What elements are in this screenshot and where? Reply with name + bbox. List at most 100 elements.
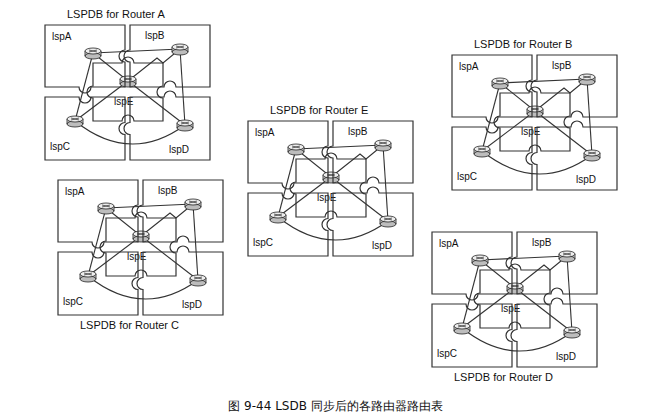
puzzle-piece: lspD <box>537 127 617 190</box>
router-arrows <box>274 214 282 216</box>
puzzle-outline <box>537 55 617 117</box>
lspdb-group: LSPDB for Router BlspAlspBlspElspClspD <box>452 38 622 192</box>
lsp-label: lspB <box>157 185 178 197</box>
lsp-label: lspD <box>181 299 203 311</box>
puzzle-edge <box>511 232 597 294</box>
router-top <box>270 212 286 218</box>
router-top <box>67 116 83 122</box>
lsp-label: lspD <box>371 240 393 252</box>
puzzle-piece: lspC <box>432 304 512 367</box>
router-arrows <box>176 46 184 48</box>
router-top <box>177 120 193 126</box>
puzzle-piece: lspB <box>537 55 617 117</box>
link-line <box>515 288 572 332</box>
puzzle-outline <box>480 270 550 328</box>
link-line <box>106 204 193 208</box>
lspdb-group: LSPDB for Router D lspA lspB lspE lspC lspD <box>432 232 602 386</box>
router-arrows <box>71 118 79 120</box>
puzzle-edge <box>58 180 138 248</box>
router-top <box>527 106 543 112</box>
puzzle-edge <box>432 304 512 367</box>
puzzle-edge <box>45 25 125 93</box>
puzzle-edge <box>248 193 328 256</box>
lsp-label: lspA <box>254 127 275 139</box>
serial-link <box>128 49 180 81</box>
lsp-label: lspB <box>347 126 368 138</box>
puzzle-piece: lspB <box>130 25 210 87</box>
lsp-label: lspB <box>531 237 552 249</box>
router-arrows <box>292 146 300 148</box>
router-arrows <box>563 253 571 255</box>
router-top <box>492 78 508 84</box>
router-arrows <box>588 152 596 154</box>
puzzle-edge <box>327 121 413 183</box>
lsp-label: lspA <box>438 238 459 250</box>
router-arrows <box>583 76 591 78</box>
router-top <box>579 74 595 80</box>
puzzle-piece: lspE <box>500 93 570 151</box>
puzzle-piece: lspB <box>517 232 597 294</box>
serial-link <box>141 204 193 236</box>
puzzle-outline <box>517 232 597 294</box>
puzzle-piece: lspB <box>333 121 413 183</box>
group-title: LSPDB for Router E <box>270 104 368 117</box>
lsp-label: lspC <box>456 171 478 183</box>
puzzle-edge <box>248 121 328 189</box>
puzzle-piece: lspA <box>58 180 138 242</box>
router-top <box>85 48 101 54</box>
puzzle-edge <box>58 252 138 315</box>
puzzle-piece: lspC <box>452 127 532 190</box>
lspdb-group: LSPDB for Router ElspAlspBlspElspClspD <box>248 104 418 258</box>
puzzle-outline <box>130 25 210 87</box>
router-arrows <box>181 122 189 124</box>
link-line <box>93 49 180 53</box>
router-top <box>190 275 206 281</box>
router-arrows <box>568 329 576 331</box>
puzzle-edge <box>137 180 223 242</box>
router-top <box>172 44 188 50</box>
puzzle-piece: lspE <box>106 218 176 276</box>
router-top <box>559 251 575 257</box>
router-top <box>474 146 490 152</box>
router-top <box>323 172 339 178</box>
router-arrows <box>379 142 387 144</box>
puzzle-edge <box>531 55 617 117</box>
lsp-label: lspD <box>575 174 597 186</box>
puzzle-edge <box>124 25 210 87</box>
puzzle-piece: lspB <box>143 180 223 242</box>
lsp-label: lspC <box>49 141 71 153</box>
puzzle-edge <box>531 121 617 190</box>
lsp-label: lspC <box>252 237 274 249</box>
router-arrows <box>89 50 97 52</box>
router-arrows <box>476 257 484 259</box>
puzzle-edge <box>45 97 125 160</box>
router-top <box>375 140 391 146</box>
puzzle-piece: lspA <box>452 55 532 117</box>
puzzle-piece: lspD <box>143 252 223 315</box>
router-top <box>80 271 96 277</box>
lspdb-group: LSPDB for Router ClspAlspBlspElspClspD <box>58 180 228 334</box>
router-top <box>380 216 396 222</box>
puzzle-edge <box>137 246 223 315</box>
lsp-label: lspC <box>436 348 458 360</box>
lsp-label: lspE <box>113 96 134 108</box>
lsp-label: lspE <box>126 251 147 263</box>
link-line <box>331 177 388 221</box>
router-top <box>564 327 580 333</box>
router-arrows <box>194 277 202 279</box>
lsp-label: lspC <box>62 296 84 308</box>
lsp-label: lspE <box>500 303 521 315</box>
lsp-label: lspA <box>51 31 72 43</box>
router-top <box>584 150 600 156</box>
puzzle-outline <box>500 93 570 151</box>
puzzle-piece: lspD <box>333 193 413 256</box>
puzzle-piece: lspD <box>517 304 597 367</box>
link-line <box>500 79 587 83</box>
puzzle-edge <box>452 127 532 190</box>
serial-link <box>515 256 567 288</box>
group-title: LSPDB for Router D <box>454 371 553 384</box>
puzzle-piece: lspE <box>480 270 550 328</box>
link-line <box>480 256 567 260</box>
router-arrows <box>478 148 486 150</box>
